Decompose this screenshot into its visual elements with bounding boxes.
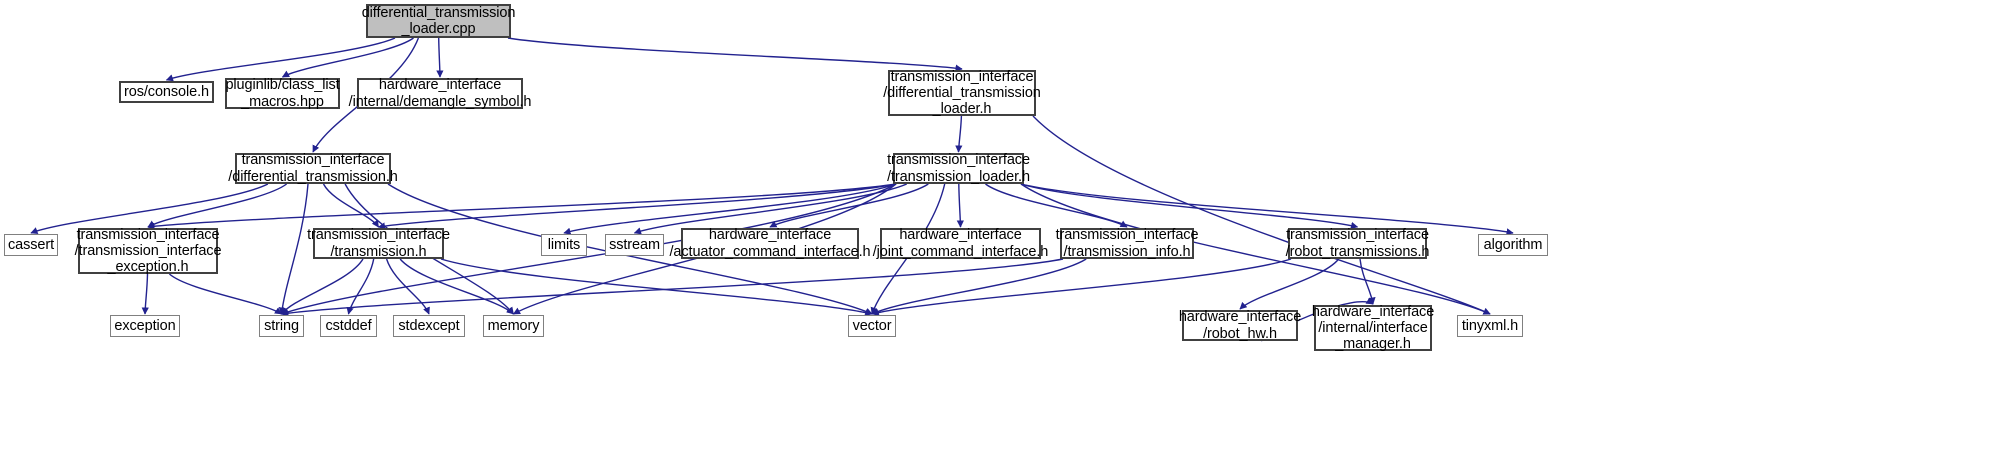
edge-n5-to-n7 [30,183,269,235]
edge-n8-to-n17 [141,273,149,315]
node-label: transmission_interface /differential_tra… [883,68,1041,118]
graph-node-sstream[interactable]: sstream [605,234,664,256]
node-label: transmission_interface /transmission_inf… [1055,227,1199,260]
node-label: vector [852,317,892,334]
graph-node-hardware-interface-internal-interface-manager-h[interactable]: hardware_interface /internal/interface _… [1312,304,1434,352]
edge-n4-to-n6 [955,115,963,153]
graph-node-transmission-interface-differential-transmission-h[interactable]: transmission_interface /differential_tra… [228,152,398,184]
node-label: transmission_interface /robot_transmissi… [1285,227,1430,260]
graph-node-pluginlib-class-list-macros-hpp[interactable]: pluginlib/class_list _macros.hpp [225,77,340,110]
graph-node-hardware-interface-actuator-command-interface-h[interactable]: hardware_interface /actuator_command_int… [669,227,870,259]
edge-n9-to-n18 [280,258,364,315]
node-label: algorithm [1483,236,1543,253]
edge-n8-to-n18 [168,273,283,315]
edge-n0-to-n2 [281,37,414,78]
node-label: stdexcept [398,317,460,334]
graph-node-cassert[interactable]: cassert [4,234,58,256]
edge-n6-to-n11 [633,183,907,235]
edge-n6-to-n13 [956,183,964,228]
node-label: hardware_interface /internal/demangle_sy… [348,77,532,110]
graph-node-memory[interactable]: memory [483,315,544,337]
graph-node-transmission-interface-transmission-interface-exception-h[interactable]: transmission_interface /transmission_int… [75,227,222,275]
graph-node-hardware-interface-robot-hw-h[interactable]: hardware_interface /robot_hw.h [1179,309,1301,341]
edge-n15-to-n23 [1239,258,1340,310]
node-label: ros/console.h [124,83,209,100]
graph-node-hardware-interface-internal-demangle-symbol-h[interactable]: hardware_interface /internal/demangle_sy… [349,77,532,109]
graph-node-differential-transmission-loader-cpp[interactable]: differential_transmission _loader.cpp [362,4,515,38]
node-label: pluginlib/class_list _macros.hpp [225,77,340,110]
graph-node-hardware-interface-joint-command-interface-h[interactable]: hardware_interface /joint_command_interf… [873,227,1049,259]
edge-n9-to-n22 [440,258,873,317]
node-label: exception [114,317,176,334]
edge-n6-to-n8 [147,183,897,230]
graph-node-transmission-interface-transmission-h[interactable]: transmission_interface /transmission.h [307,227,450,259]
edge-n6-to-n12 [769,183,929,228]
graph-node-ros-console-h[interactable]: ros/console.h [119,81,214,103]
node-label: cassert [7,236,55,253]
node-label: transmission_interface /differential_tra… [228,152,398,185]
node-label: transmission_interface /transmission.h [307,227,450,260]
graph-node-transmission-interface-transmission-info-h[interactable]: transmission_interface /transmission_inf… [1056,227,1199,259]
node-label: cstddef [325,317,372,334]
graph-node-algorithm[interactable]: algorithm [1478,234,1548,256]
edge-n9-to-n19 [346,258,375,315]
node-label: hardware_interface /joint_command_interf… [872,227,1049,260]
edge-n6-to-n10 [563,183,897,235]
graph-node-limits[interactable]: limits [541,234,587,256]
edge-n0-to-n3 [436,37,444,78]
node-label: limits [547,236,581,253]
edge-n15-to-n24 [1359,258,1376,305]
node-label: string [264,317,299,334]
node-label: transmission_interface /transmission_loa… [887,152,1030,185]
node-label: differential_transmission _loader.cpp [361,4,516,37]
graph-node-cstddef[interactable]: cstddef [320,315,377,337]
graph-node-transmission-interface-transmission-loader-h[interactable]: transmission_interface /transmission_loa… [887,152,1030,184]
graph-node-stdexcept[interactable]: stdexcept [393,315,465,337]
graph-node-transmission-interface-robot-transmissions-h[interactable]: transmission_interface /robot_transmissi… [1286,227,1430,259]
edge-n0-to-n4 [507,37,963,72]
edge-n6-to-n16 [1020,183,1514,236]
edge-n6-to-n14 [985,183,1128,228]
node-label: hardware_interface /internal/interface _… [1311,303,1435,353]
edge-n5-to-n9 [322,183,380,228]
edge-n4-to-n25 [1032,115,1491,315]
graph-node-string[interactable]: string [259,315,304,337]
node-label: transmission_interface /transmission_int… [74,226,222,276]
node-label: tinyxml.h [1461,317,1519,334]
edge-n15-to-n22 [871,258,1292,316]
edge-n6-to-n15 [1020,183,1359,230]
edge-n0-to-n1 [165,37,396,82]
edge-n6-to-n9 [377,183,897,230]
node-label: hardware_interface /actuator_command_int… [669,227,871,260]
edge-n9-to-n20 [385,258,430,315]
graph-node-tinyxml-h[interactable]: tinyxml.h [1457,315,1523,337]
node-label: hardware_interface /robot_hw.h [1178,309,1302,342]
edge-n14-to-n22 [871,258,1087,315]
edge-n9-to-n21 [399,258,515,315]
graph-node-exception[interactable]: exception [110,315,180,337]
edge-n5-to-n8 [147,183,288,228]
node-label: sstream [609,236,660,253]
graph-node-transmission-interface-differential-transmission-loader-h[interactable]: transmission_interface /differential_tra… [883,69,1041,117]
edge-n14-to-n18 [280,258,1064,317]
graph-node-vector[interactable]: vector [848,315,896,337]
node-label: memory [487,317,540,334]
